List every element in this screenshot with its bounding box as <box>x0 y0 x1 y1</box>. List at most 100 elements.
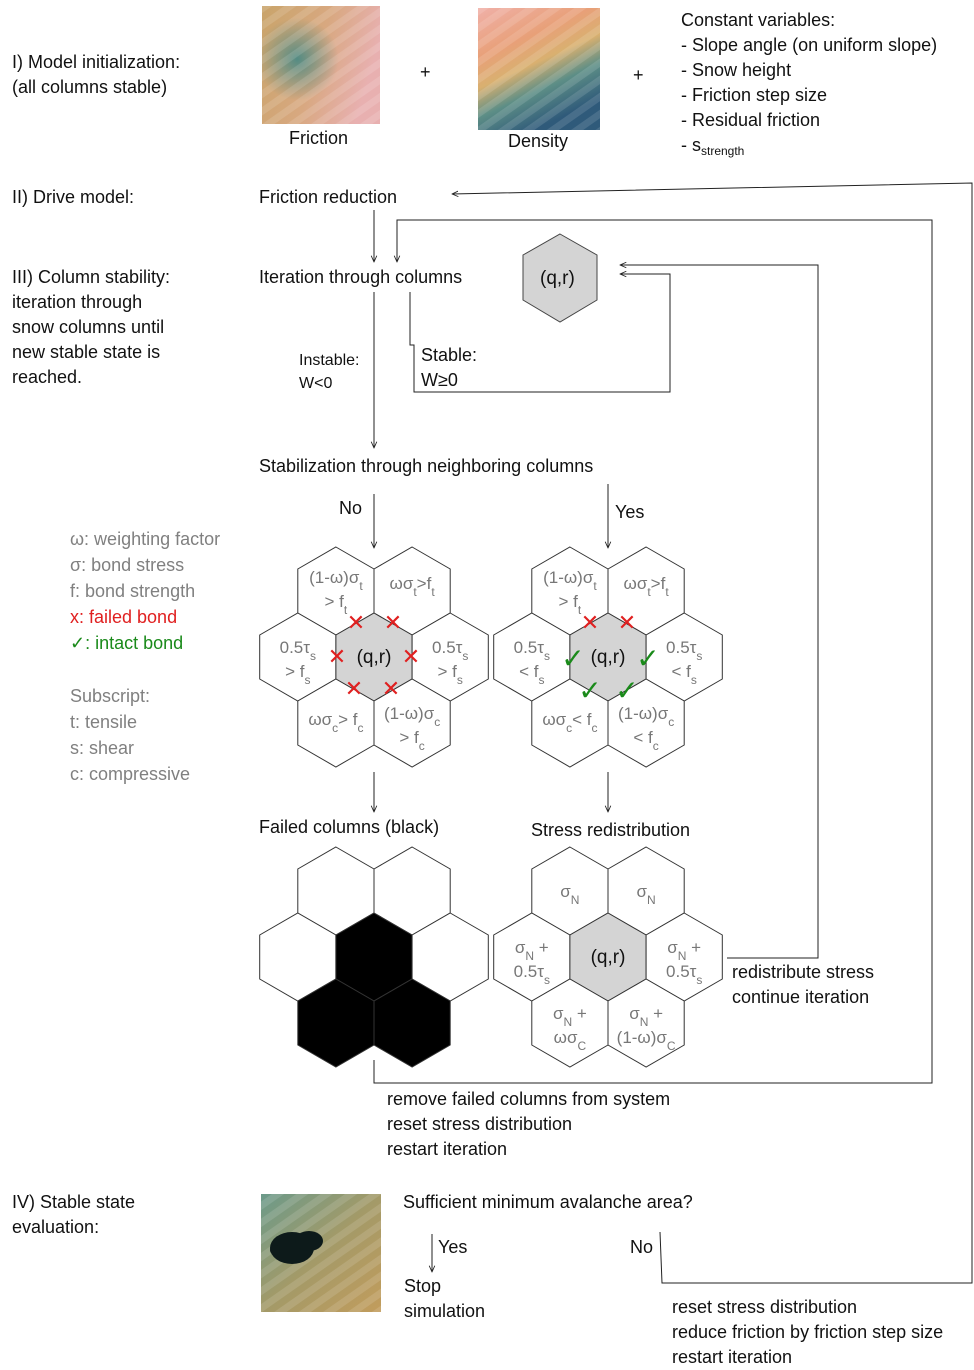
avalanche-result-image <box>261 1194 381 1312</box>
bond-label-mid-right: 0.5τs <box>432 638 468 663</box>
bond-label-top-left: > ft <box>325 592 348 617</box>
stage3-label-line: snow columns until <box>12 317 165 337</box>
redistribute-note: continue iteration <box>732 987 870 1007</box>
redistribute-note: redistribute stress <box>732 962 875 982</box>
neighbor-column-hex <box>607 978 685 1068</box>
failed-bond-x: ✕ <box>382 677 400 702</box>
failed-bond-x: ✕ <box>618 611 636 636</box>
friction-reduction-step: Friction reduction <box>259 187 398 207</box>
stage4-no: No <box>630 1237 654 1257</box>
legend-item: ω: weighting factor <box>70 529 221 549</box>
constants-title: Constant variables: <box>681 10 836 30</box>
stage1-sublabel: (all columns stable) <box>12 77 168 97</box>
stress-label-bot-right: (1-ω)σC <box>617 1028 676 1053</box>
bond-label-top-right: ωσt>ft <box>624 574 670 599</box>
plus-sign: + <box>420 62 431 82</box>
intact-bond-check: ✓ <box>636 642 659 675</box>
stress-label-bot-right: σN + <box>629 1004 663 1029</box>
no-branch-label: No <box>339 498 363 518</box>
failed-bond-x: ✕ <box>581 611 599 636</box>
bond-label-bot-right: (1-ω)σc <box>618 704 674 729</box>
failed-bond-x: ✕ <box>384 611 402 636</box>
bond-label-top-right: ωσt>ft <box>390 574 436 599</box>
stress-redistribution-title: Stress redistribution <box>531 820 691 840</box>
instable-condition: W<0 <box>299 375 333 392</box>
stage4-note: reset stress distribution <box>672 1297 858 1317</box>
bond-label-mid-right: 0.5τs <box>666 638 702 663</box>
legend-subscript: s: shear <box>70 738 135 758</box>
center-column-label: (q,r) <box>357 647 392 668</box>
stress-label-mid-left: σN + <box>515 938 549 963</box>
intact-bond-check: ✓ <box>578 674 601 707</box>
stage4-yes: Yes <box>438 1237 468 1257</box>
center-column-label: (q,r) <box>591 947 626 968</box>
legend-item: f: bond strength <box>70 581 196 601</box>
failed-bond-x: ✕ <box>402 645 420 670</box>
legend-item: σ: bond stress <box>70 555 185 575</box>
failed-note: remove failed columns from system <box>387 1089 671 1109</box>
qr-hexagon <box>522 233 598 323</box>
bond-label-bot-left: ωσc< fc <box>542 710 597 735</box>
stress-label-bot-left: σN + <box>553 1004 587 1029</box>
constant-item: - Slope angle (on uniform slope) <box>681 35 938 55</box>
yes-branch-label: Yes <box>615 502 645 522</box>
bond-label-bot-right: (1-ω)σc <box>384 704 440 729</box>
stress-label-top-right: σN <box>637 882 656 907</box>
stage1-label: I) Model initialization: <box>12 52 181 72</box>
legend-item-intact: ✓: intact bond <box>70 633 184 653</box>
friction-caption: Friction <box>289 128 349 148</box>
intact-bond-check: ✓ <box>615 674 638 707</box>
constant-item: - Residual friction <box>681 110 821 130</box>
friction-map-image <box>262 6 380 124</box>
constant-item: - Friction step size <box>681 85 828 105</box>
stage4-note: restart iteration <box>672 1347 793 1367</box>
stress-label-bot-left: ωσC <box>554 1028 587 1053</box>
hex-cluster-failed-columns <box>259 846 489 1068</box>
failed-bond-x: ✕ <box>347 611 365 636</box>
legend-subscript: t: tensile <box>70 712 138 732</box>
stable-label: Stable: <box>421 345 478 365</box>
legend-item-failed: x: failed bond <box>70 607 178 627</box>
bond-label-bot-left: ωσc> fc <box>308 710 363 735</box>
failed-note: restart iteration <box>387 1139 508 1159</box>
stop-label-line: simulation <box>404 1301 486 1321</box>
stage3-label: III) Column stability: <box>12 267 171 287</box>
bond-label-mid-left: 0.5τs <box>514 638 550 663</box>
failed-note: reset stress distribution <box>387 1114 573 1134</box>
stress-label-mid-left: 0.5τs <box>514 962 550 987</box>
bond-label-mid-right: < fs <box>672 662 697 687</box>
legend-subscript: c: compressive <box>70 764 191 784</box>
failed-columns-title: Failed columns (black) <box>259 817 440 837</box>
failed-bond-marks: ✕ ✕ ✕ ✕ ✕ ✕ ✕ ✕ <box>328 611 636 702</box>
neighbor-column-hex <box>373 678 451 768</box>
bond-label-mid-right: > fs <box>438 662 463 687</box>
iteration-step: Iteration through columns <box>259 267 463 287</box>
stage4-label: IV) Stable state <box>12 1192 136 1212</box>
stage3-label-line: iteration through <box>12 292 143 312</box>
density-caption: Density <box>508 131 569 151</box>
constant-item: - sstrength <box>681 135 745 158</box>
stage3-label-line: reached. <box>12 367 83 387</box>
plus-sign: + <box>633 65 644 85</box>
stress-label-top-left: σN <box>560 882 579 907</box>
bond-label-top-left: (1-ω)σt <box>309 568 363 593</box>
center-column-label: (q,r) <box>591 647 626 668</box>
intact-bond-check: ✓ <box>561 642 584 675</box>
stage4-label-line: evaluation: <box>12 1217 100 1237</box>
intact-bond-marks: ✓ ✓ ✓ ✓ <box>561 642 659 707</box>
qr-label: (q,r) <box>540 268 575 289</box>
legend-subscript-title: Subscript: <box>70 686 151 706</box>
density-map-image <box>478 8 600 130</box>
neighbor-column-hex <box>607 678 685 768</box>
failed-column-hex <box>373 978 451 1068</box>
stress-label-mid-right: 0.5τs <box>666 962 702 987</box>
bond-label-mid-left: 0.5τs <box>280 638 316 663</box>
stage3-label-line: new stable state is <box>12 342 161 362</box>
constant-item: - Snow height <box>681 60 792 80</box>
stabilization-step: Stabilization through neighboring column… <box>259 456 594 476</box>
stop-label: Stop <box>404 1276 442 1296</box>
